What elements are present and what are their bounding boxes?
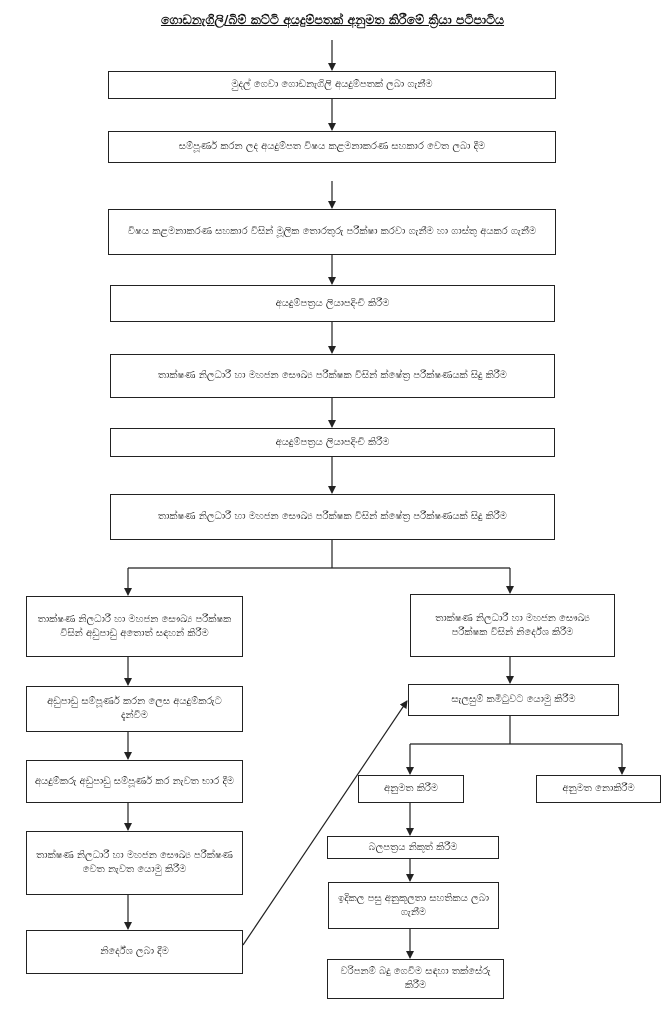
left-give-recommendation: නිර්දේශ ලබා දීම	[26, 930, 243, 974]
right-reject: අනුමත නොකිරීම	[536, 775, 661, 803]
page-title: ගොඩනැගිලි/බිම් කට්ටි අයදුම්පතක් අනුමත කි…	[160, 12, 505, 27]
step-preliminary-check: විෂය කළමනාකරණ සහකාර විසින් මූලික තොරතුරු…	[108, 209, 556, 255]
right-approve: අනුමත කිරීම	[358, 775, 464, 803]
arrow-left-to-committee	[242, 700, 408, 946]
right-conformity-certificate: ඉදිකල පසු අනුකූලතා සහතිකය ලබා ගැනීම	[328, 882, 499, 929]
right-tax-assessment: වරිපනම් බදු ගෙවීම සඳහා තක්සේරු කිරීම	[327, 959, 504, 999]
left-notify-applicant: අඩුපාඩු සම්පූර්ණ කරන ලෙස අයදුම්කරුට දැන්…	[26, 686, 243, 732]
right-recommend: තාක්ෂණ නිලධාරී හා මහජන සෞඛ්‍ය පරීක්ෂක වි…	[410, 594, 615, 657]
step-get-application: මුදල් ගෙවා ගොඩනැගිලි අයදුම්පතක් ලබා ගැනී…	[108, 71, 556, 99]
step-submit-to-assistant: සම්පූර්ණ කරන ලද අයදුම්පත විෂය කළමනාකරණ ස…	[108, 131, 556, 163]
left-note-deficiencies: තාක්ෂණ නිලධාරී හා මහජන සෞඛ්‍ය පරීක්ෂක වි…	[26, 596, 243, 657]
left-resubmit: අයදුම්කරු අඩුපාඩු සම්පූර්ණ කර නැවත භාර ද…	[26, 760, 243, 803]
step-register-1: අයදුම්පත්‍රය ලියාපදිංචි කිරීම	[110, 285, 555, 322]
right-issue-permit: බලපත්‍රය නිකුත් කිරීම	[327, 836, 499, 859]
step-register-2: අයදුම්පත්‍රය ලියාපදිංචි කිරීම	[110, 428, 555, 457]
right-planning-committee: සැලසුම් කමිටුවට යොමු කිරීම	[408, 684, 619, 716]
step-field-inspection-1: තාක්ෂණ නිලධාරී හා මහජන සෞඛ්‍ය පරීක්ෂක වි…	[110, 354, 555, 398]
step-field-inspection-2: තාක්ෂණ නිලධාරී හා මහජන සෞඛ්‍ය පරීක්ෂක වි…	[110, 494, 555, 540]
left-refer-again: තාක්ෂණ නිලධාරී හා මහජන සෞඛ්‍ය පරීක්ෂණ වෙ…	[26, 831, 243, 895]
